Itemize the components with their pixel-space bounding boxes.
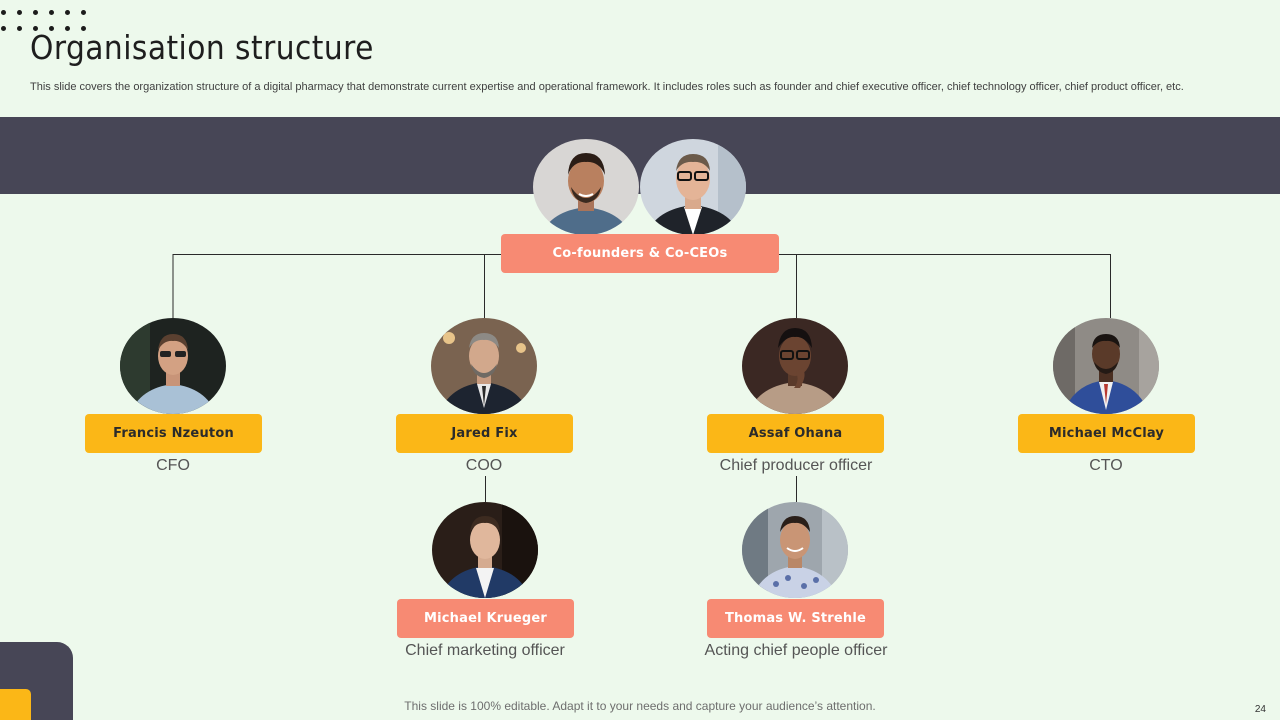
cofounders-box: Co-founders & Co-CEOs: [501, 234, 779, 273]
assaf-ohana-photo: [742, 318, 848, 414]
page-number: 24: [1254, 704, 1266, 715]
assaf-ohana-box: Assaf Ohana: [707, 414, 884, 453]
slide-subtitle: This slide covers the organization struc…: [30, 81, 1184, 93]
cofounder-2-photo: [640, 139, 746, 235]
footer-note: This slide is 100% editable. Adapt it to…: [404, 699, 876, 713]
assaf-ohana-role: Chief producer officer: [719, 457, 873, 474]
slide-title: Organisation structure: [30, 28, 374, 67]
thomas-strehle-photo: [742, 502, 848, 598]
thomas-strehle-box: Thomas W. Strehle: [707, 599, 884, 638]
jared-fix-role: COO: [465, 457, 503, 474]
michael-mcclay-photo: [1053, 318, 1159, 414]
jared-fix-photo: [431, 318, 537, 414]
francis-nzeuton-box: Francis Nzeuton: [85, 414, 262, 453]
thomas-strehle-role: Acting chief people officer: [704, 642, 888, 659]
francis-nzeuton-photo: [120, 318, 226, 414]
cofounder-1-photo: [533, 139, 639, 235]
francis-nzeuton-role: CFO: [156, 457, 190, 474]
michael-krueger-photo: [432, 502, 538, 598]
jared-fix-box: Jared Fix: [396, 414, 573, 453]
michael-mcclay-role: CTO: [1089, 457, 1123, 474]
corner-decoration-yellow: [0, 689, 31, 720]
michael-krueger-box: Michael Krueger: [397, 599, 574, 638]
michael-mcclay-box: Michael McClay: [1018, 414, 1195, 453]
michael-krueger-role: Chief marketing officer: [405, 642, 565, 659]
